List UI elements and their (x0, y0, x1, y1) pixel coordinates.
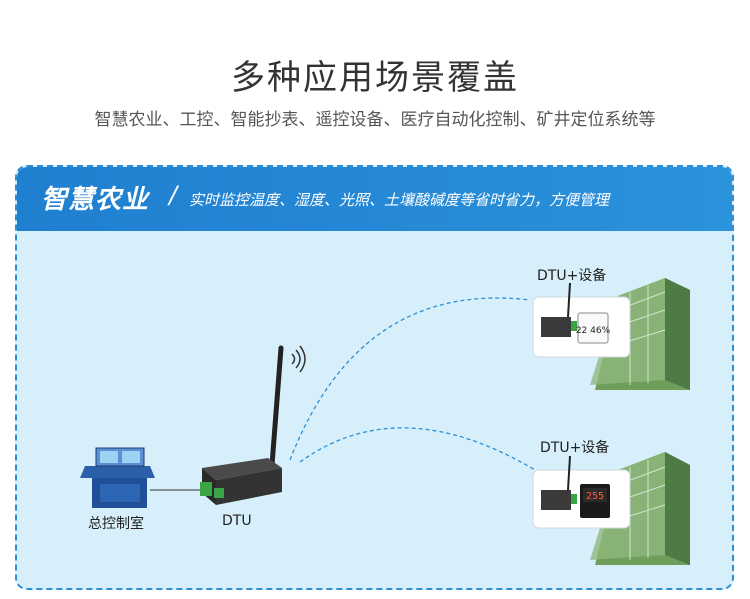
banner-title: 智慧农业 (41, 185, 150, 215)
control-room-label: 总控制室 (88, 516, 144, 532)
sensor-display-bottom: 255 (586, 491, 604, 502)
page-subtitle: 智慧农业、工控、智能抄表、遥控设备、医疗自动化控制、矿井定位系统等 (94, 110, 656, 130)
scenario-banner: 智慧农业 / 实时监控温度、湿度、光照、土壤酸碱度等省时省力，方便管理 (17, 167, 732, 231)
wireless-link-bottom (299, 427, 536, 471)
device-label-top: DTU+设备 (537, 268, 607, 284)
page-title: 多种应用场景覆盖 (231, 58, 519, 98)
device-label-bottom: DTU+设备 (540, 440, 610, 456)
sensor-display-top: 22 46% (576, 326, 611, 336)
wireless-signal-icon (291, 345, 306, 373)
banner-description: 实时监控温度、湿度、光照、土壤酸碱度等省时省力，方便管理 (189, 191, 610, 209)
wireless-link-top (289, 297, 531, 461)
device-card-top (532, 282, 631, 358)
scenario-panel: 智慧农业 / 实时监控温度、湿度、光照、土壤酸碱度等省时省力，方便管理 (15, 165, 734, 590)
control-console-icon (80, 447, 155, 508)
dtu-label: DTU (222, 513, 252, 529)
dtu-device-icon (200, 345, 284, 505)
device-card-bottom (532, 455, 631, 529)
banner-slash: / (169, 181, 178, 209)
